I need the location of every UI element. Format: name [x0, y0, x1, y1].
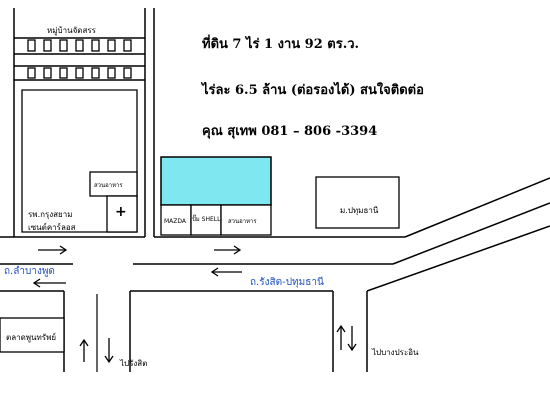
to-rangsit-label: ไปรังสิต: [120, 359, 148, 368]
main-road-centerline-diagonal: [392, 202, 550, 265]
hospital-label-line1: รพ.กรุงสยาม: [28, 210, 73, 219]
main-road-bottom-edge-right: [366, 225, 550, 292]
food-shop-right-label: สวนอาหาร: [228, 218, 257, 225]
market-label: ตลาดพูนทรัพย์: [6, 333, 57, 342]
food-shop-left-label: สวนอาหาร: [94, 182, 123, 189]
arrow-down-left-road-icon: [104, 338, 114, 364]
hospital-cross-box: [106, 195, 138, 233]
arrow-down-right-road-icon: [347, 326, 357, 352]
village-label: หมู่บ้านจัดสรร: [47, 26, 96, 35]
to-bangprain-label: ไปบางประอิน: [372, 348, 419, 357]
left-road-label: ถ.ลำบางพูด: [4, 266, 55, 277]
traffic-arrows: [32, 245, 357, 364]
food-shop-left-box: [89, 171, 138, 197]
fence-top-posts: [27, 39, 132, 52]
arrow-left-lower-mid-icon: [210, 267, 242, 277]
arrow-right-upper-mid-icon: [214, 245, 242, 255]
contact-text: คุณ สุเทพ 081 – 806 -3394: [202, 124, 378, 139]
arrow-up-right-road-icon: [336, 324, 346, 350]
price-text: ไร่ละ 6.5 ล้าน (ต่อรองได้) สนใจติดต่อ: [202, 83, 424, 98]
fence-bottom-posts: [27, 67, 132, 79]
main-road-label: ถ.รังสิต-ปทุมธานี: [250, 277, 324, 288]
market-box: [0, 317, 65, 353]
shell-label: ปั๊ม SHELL: [192, 216, 221, 223]
arrow-left-lower-left-icon: [32, 278, 66, 288]
university-box: [315, 176, 400, 229]
university-label: ม.ปทุมธานี: [340, 206, 379, 215]
land-plot: [160, 156, 272, 206]
mazda-label: MAZDA: [164, 218, 187, 225]
food-shop-right-box: [220, 204, 272, 236]
arrow-right-upper-left-icon: [38, 245, 68, 255]
hospital-cross-icon: +: [115, 204, 127, 220]
arrow-up-left-road-icon: [79, 338, 89, 362]
hospital-label-line2: เซนต์คาร์ลอส: [28, 223, 76, 232]
land-size-text: ที่ดิน 7 ไร่ 1 งาน 92 ตร.ว.: [202, 37, 360, 52]
main-road-top-diagonal: [404, 177, 550, 238]
